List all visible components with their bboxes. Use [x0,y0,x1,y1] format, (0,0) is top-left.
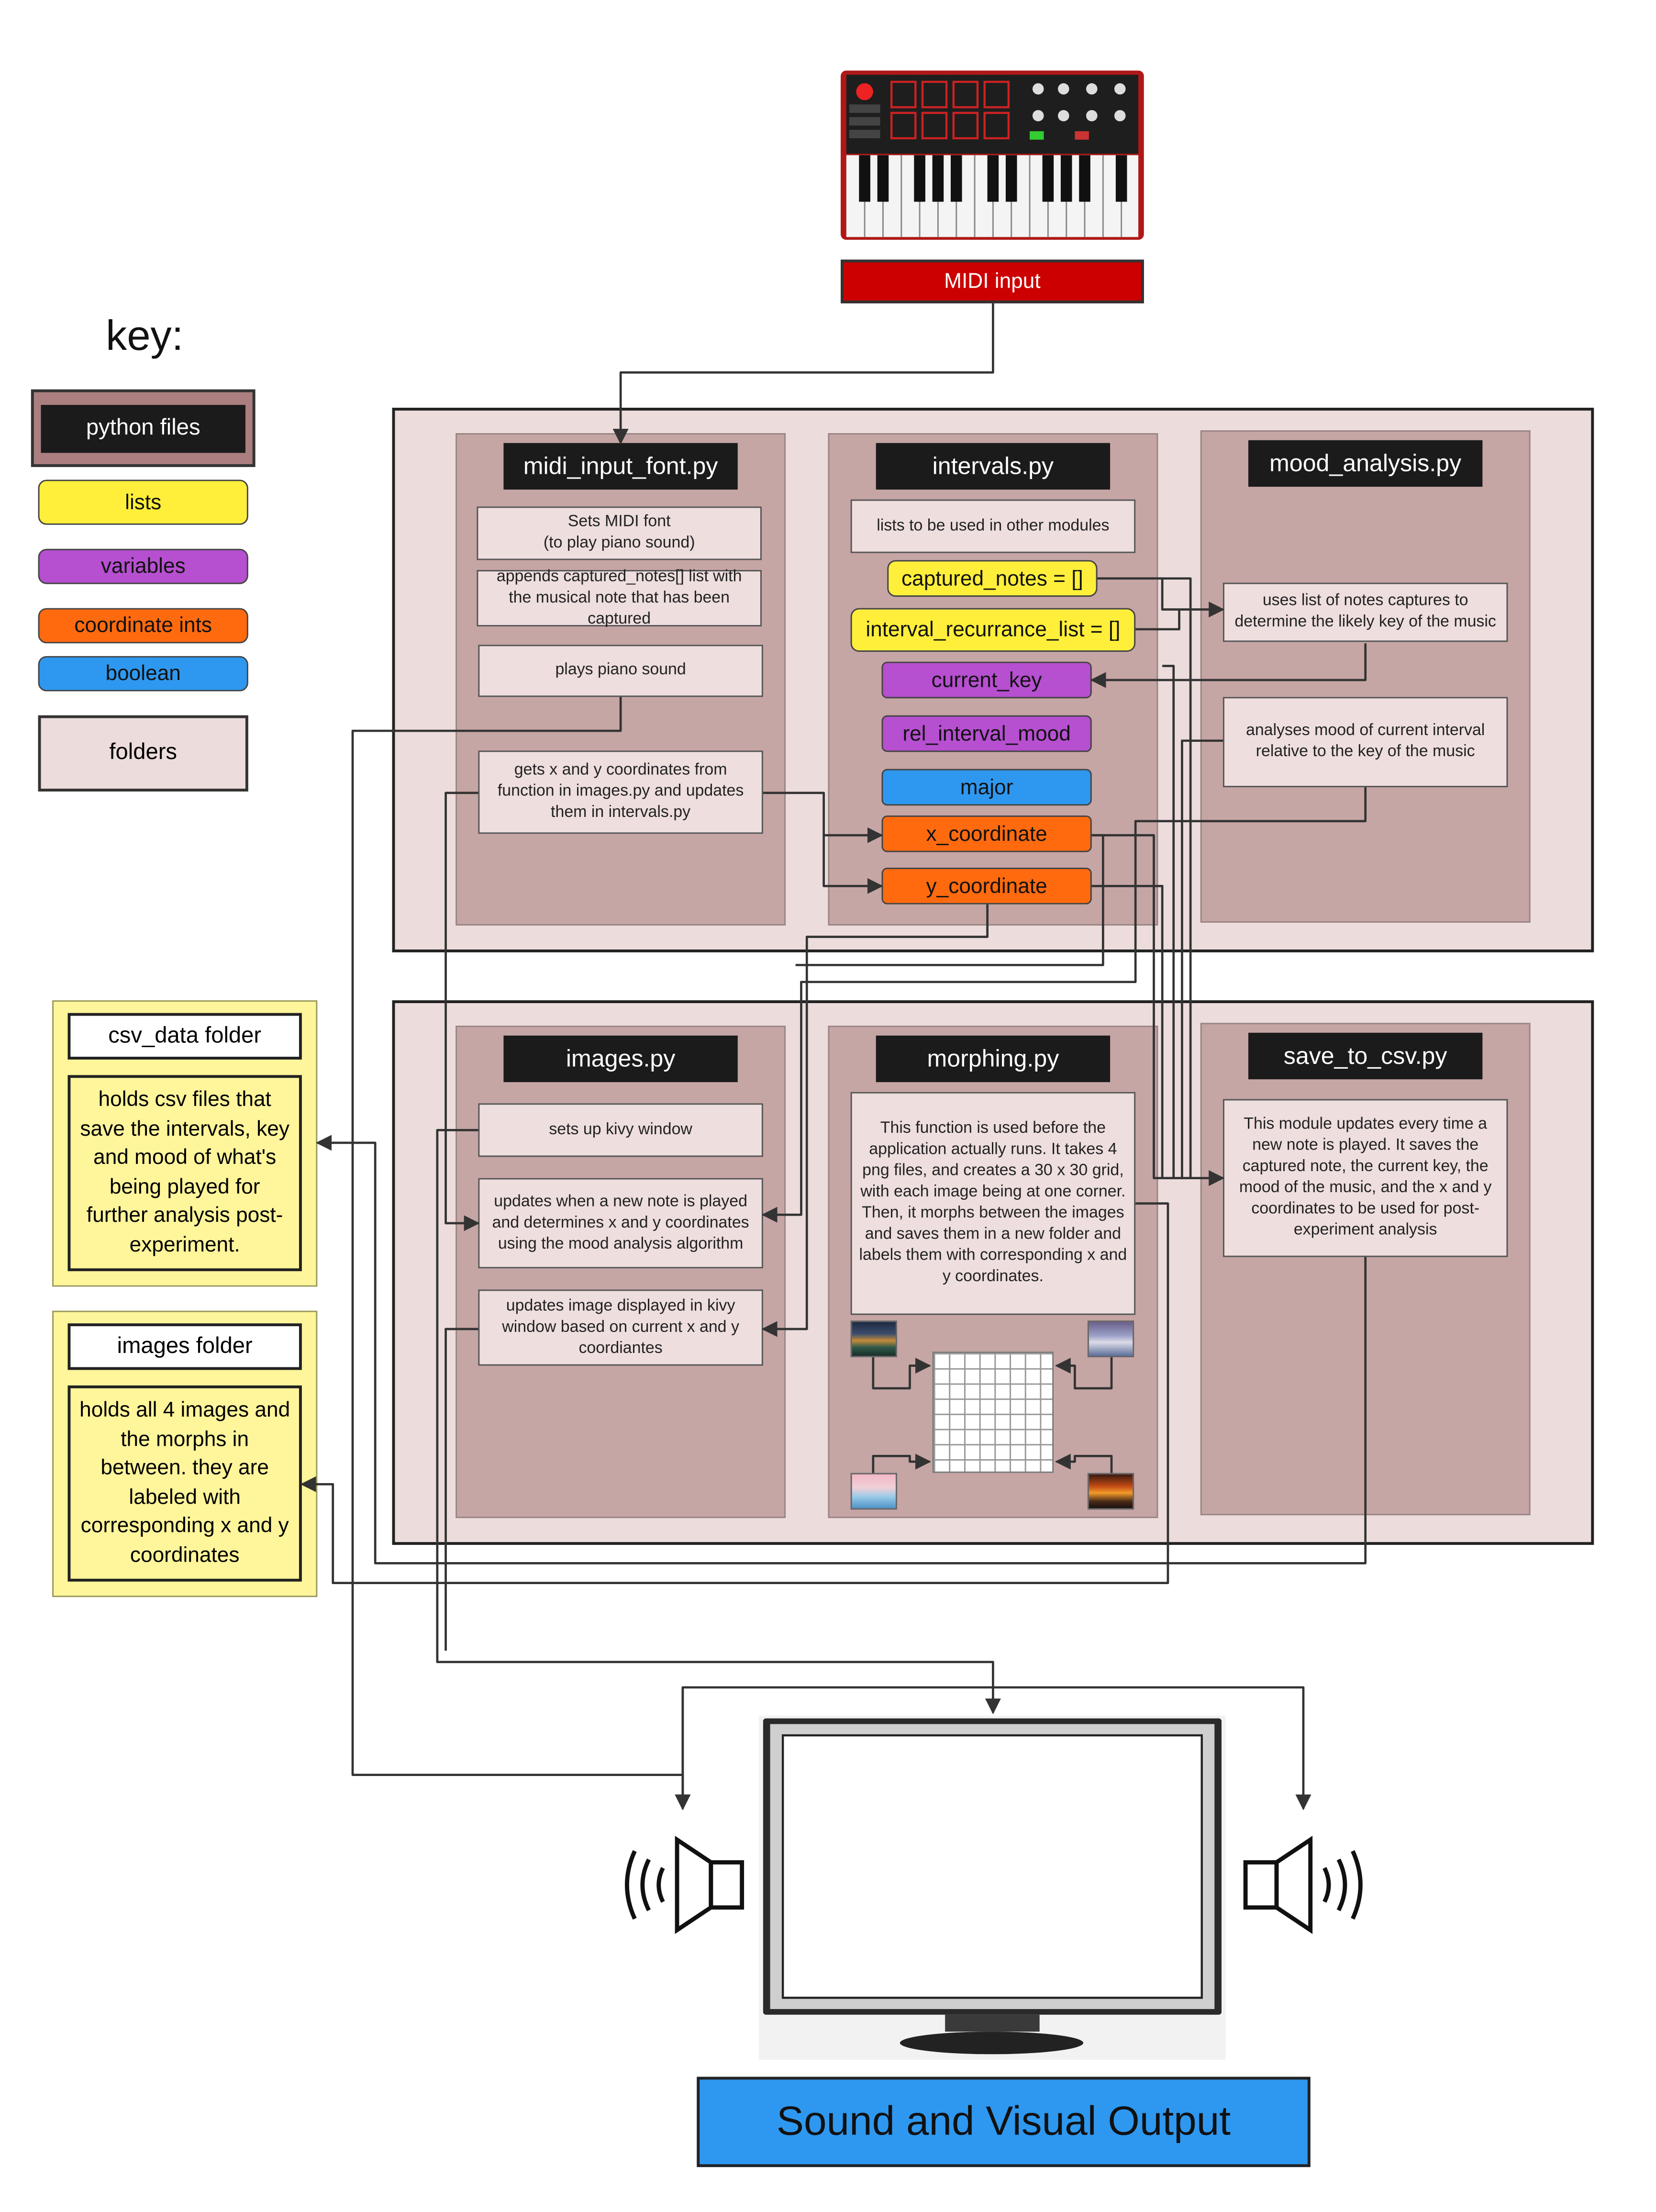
key-coordinate-ints: coordinate ints [38,608,248,644]
interval-recurrance-list: interval_recurrance_list = [] [850,608,1136,652]
images-title: images.py [503,1035,738,1083]
grid-icon [932,1352,1054,1473]
landscape-thumbnail-icon [1087,1320,1134,1357]
mood-analysis-note: analyses mood of current interval relati… [1223,697,1508,787]
update-image-note: updates image displayed in kivy window b… [478,1289,763,1366]
append-notes-note: appends captured_notes[] list with the m… [477,568,762,627]
key-lists: lists [38,480,248,525]
midi-input-label: MIDI input [841,259,1144,303]
landscape-thumbnail-icon [1087,1473,1134,1510]
major-boolean: major [881,769,1092,806]
play-sound-note: plays piano sound [478,645,763,697]
csv-data-folder-title: csv_data folder [67,1013,302,1060]
morphing-note: This function is used before the applica… [850,1092,1136,1315]
midi-font-note-line1: Sets MIDI font [567,514,671,531]
midi-keyboard-icon [841,70,1144,240]
rel-interval-mood-variable: rel_interval_mood [881,715,1092,752]
y-coordinate-int: y_coordinate [881,868,1092,905]
key-folders: folders [38,715,248,792]
images-folder-body: holds all 4 images and the morphs in bet… [67,1385,302,1582]
output-label: Sound and Visual Output [697,2077,1311,2167]
key-heading: key: [106,313,184,360]
midi-font-note-line2: (to play piano sound) [543,535,695,552]
kivy-window-note: sets up kivy window [478,1103,763,1157]
landscape-thumbnail-icon [850,1473,897,1510]
mood-analysis-title: mood_analysis.py [1248,440,1483,487]
key-python-files: python files [31,389,256,467]
landscape-thumbnail-icon [850,1320,897,1357]
morphing-title: morphing.py [876,1035,1111,1083]
intervals-note: lists to be used in other modules [850,499,1136,553]
current-key-variable: current_key [881,661,1092,699]
intervals-title: intervals.py [876,443,1111,490]
update-coordinates-note: updates when a new note is played and de… [478,1178,763,1269]
images-folder-title: images folder [67,1323,302,1370]
get-coordinates-note: gets x and y coordinates from function i… [478,750,763,834]
key-python-files-label: python files [41,405,245,453]
save-to-csv-note: This module updates every time a new not… [1223,1099,1508,1257]
save-to-csv-title: save_to_csv.py [1248,1032,1483,1080]
morphing-note-part2: Then, it morphs between the images and s… [859,1205,1127,1285]
csv-data-folder-body: holds csv files that save the intervals,… [67,1075,302,1272]
midi-font-note: Sets MIDI font (to play piano sound) [477,506,762,560]
key-boolean: boolean [38,656,248,692]
key-variables: variables [38,548,248,584]
captured-notes-list: captured_notes = [] [887,560,1098,597]
x-coordinate-int: x_coordinate [881,815,1092,852]
monitor-icon [759,1715,1226,2060]
speaker-right-icon [1240,1834,1367,1935]
midi-input-font-title: midi_input_font.py [503,443,738,490]
morphing-note-part1: This function is used before the applica… [860,1120,1126,1201]
speaker-left-icon [621,1834,747,1935]
key-detection-note: uses list of notes captures to determine… [1223,582,1508,642]
